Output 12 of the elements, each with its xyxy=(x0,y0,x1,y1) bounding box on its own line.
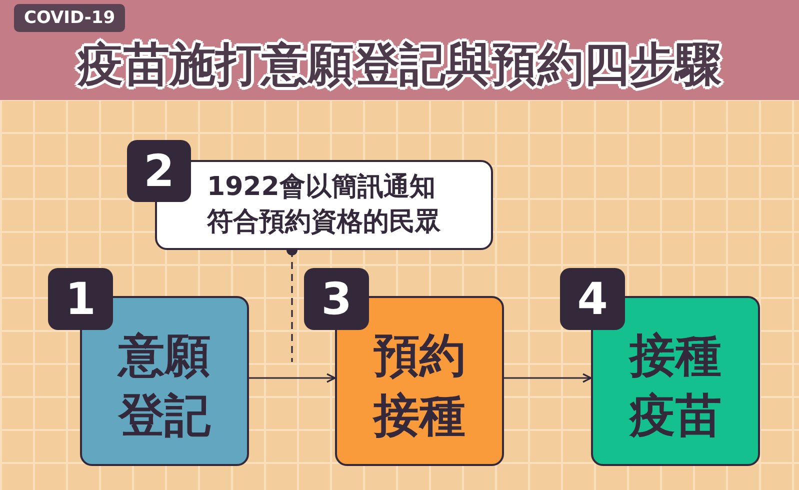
topic-tag: COVID-19 xyxy=(14,4,126,32)
step-number: 3 xyxy=(304,268,369,330)
arrow xyxy=(249,373,336,383)
step-label: 預約接種 xyxy=(372,327,466,444)
arrow xyxy=(504,373,592,383)
callout-text: 1922會以簡訊通知符合預約資格的民眾 xyxy=(207,170,442,239)
step-label: 意願登記 xyxy=(116,327,212,444)
step-number: 2 xyxy=(127,140,191,202)
step-label: 接種疫苗 xyxy=(628,327,722,444)
step-number: 4 xyxy=(560,268,625,330)
title: 疫苗施打意願登記與預約四步驟 xyxy=(76,36,722,92)
step-number: 1 xyxy=(48,268,113,330)
